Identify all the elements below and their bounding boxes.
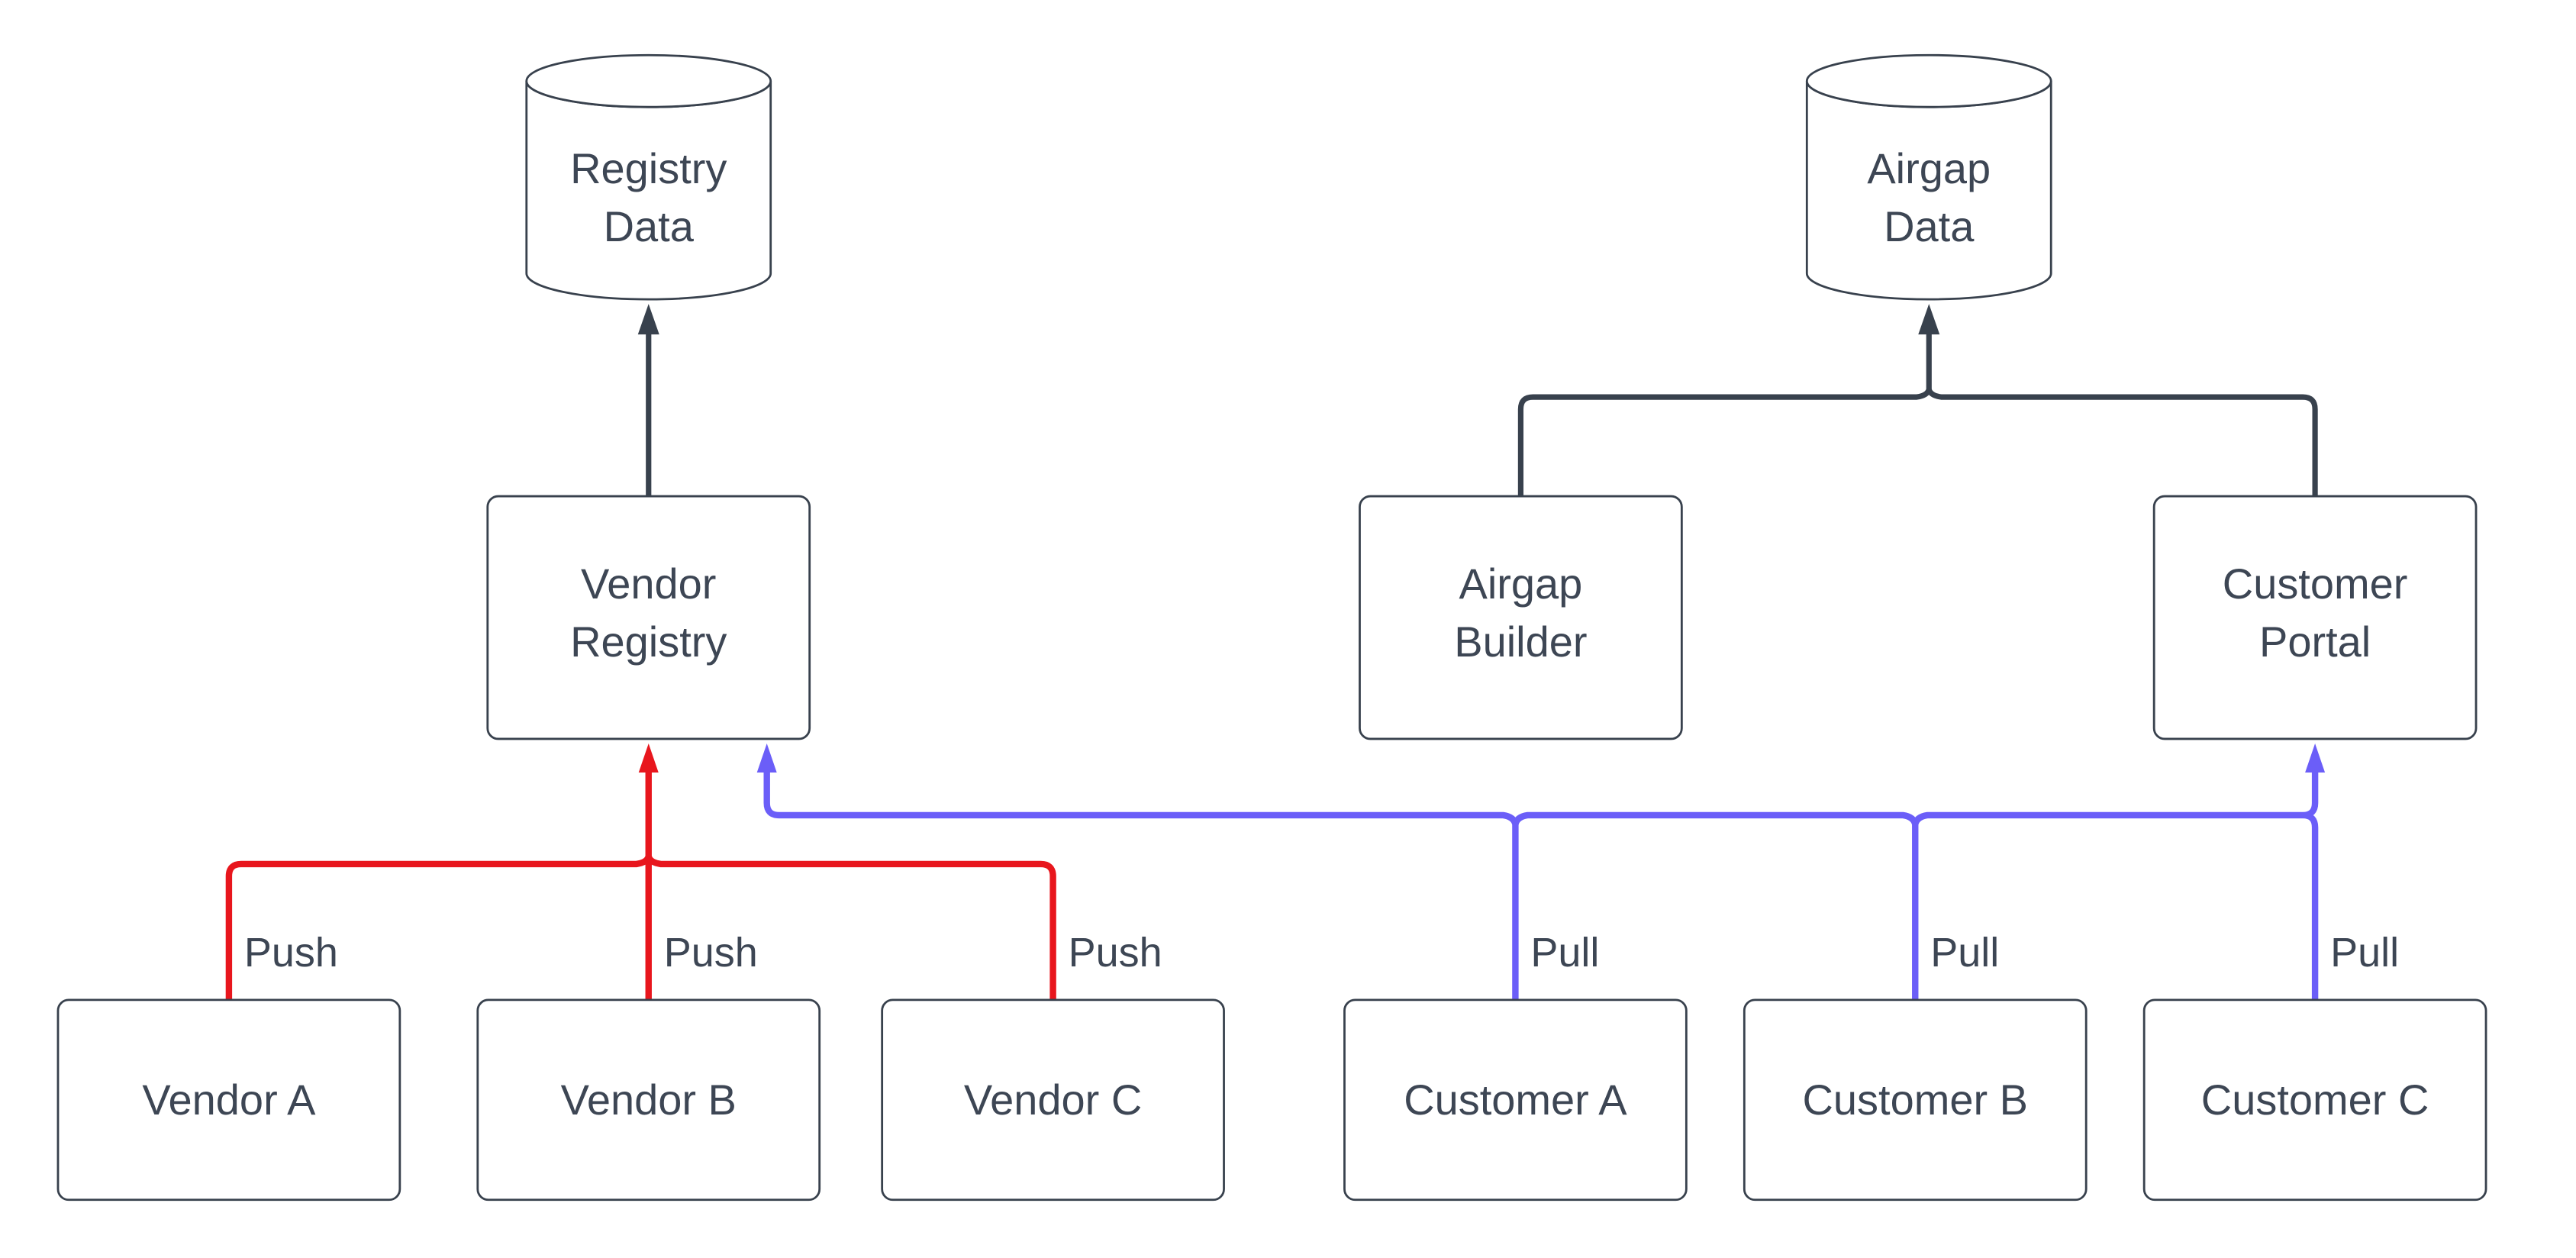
node-label-line: Registry	[570, 618, 727, 666]
edge-label-layer: Push Push Push Pull Pull Pull	[244, 930, 2399, 976]
edge-label-customer-c-pull: Pull	[2330, 930, 2399, 976]
node-label-line: Data	[604, 202, 695, 250]
node-label-line: Customer B	[1803, 1076, 2028, 1124]
cylinder-top-registry-data	[525, 53, 772, 108]
node-box-customer-c	[2142, 998, 2487, 1202]
edge-vendor-c-push	[645, 855, 1056, 1000]
arrowhead-customer-c-pull	[2305, 743, 2326, 773]
node-label-vendor-c: Vendor C	[964, 1076, 1142, 1124]
arrowhead-customer-a-pull	[756, 743, 777, 773]
edge-label-vendor-b-push: Push	[664, 930, 758, 976]
node-label-line: Customer A	[1404, 1076, 1627, 1124]
node-label-line: Vendor	[581, 560, 716, 608]
node-label-line: Data	[1884, 202, 1975, 250]
node-vendor-b: Vendor B	[476, 998, 821, 1202]
node-label-line: Vendor A	[142, 1076, 316, 1124]
node-label-line: Builder	[1454, 618, 1587, 666]
node-label-line: Portal	[2259, 618, 2371, 666]
node-vendor-a: Vendor A	[56, 998, 401, 1202]
node-label-vendor-a: Vendor A	[142, 1076, 316, 1124]
edge-customer-c-pull	[1912, 772, 2319, 1000]
arrowhead-vendor-registry-to-registry-data	[637, 304, 659, 335]
node-customer-b: Customer B	[1743, 998, 2088, 1202]
node-label-line: Vendor C	[964, 1076, 1142, 1124]
edge-label-customer-b-pull: Pull	[1930, 930, 1999, 976]
node-label-line: Registry	[570, 144, 727, 192]
node-label-line: Airgap	[1459, 560, 1583, 608]
node-box-vendor-registry	[486, 495, 811, 740]
node-box-customer-a	[1343, 998, 1688, 1202]
node-box-vendor-b	[476, 998, 821, 1202]
node-label-customer-c: Customer C	[2201, 1076, 2429, 1124]
arrowhead-vendor-b-push	[638, 743, 659, 773]
edge-label-customer-a-pull: Pull	[1530, 930, 1599, 976]
edge-airgap-builder-to-airgap-data	[1517, 331, 1932, 497]
cylinder-top-airgap-data	[1805, 53, 2052, 108]
edge-vendor-a-push	[225, 855, 652, 1000]
edge-customer-portal-to-airgap-data	[1926, 388, 2318, 497]
edge-label-vendor-a-push: Push	[244, 930, 338, 976]
edge-layer	[225, 304, 2326, 1000]
node-label-line: Airgap	[1867, 144, 1991, 192]
node-label-line: Customer C	[2201, 1076, 2429, 1124]
node-label-customer-b: Customer B	[1803, 1076, 2028, 1124]
node-customer-c: Customer C	[2142, 998, 2487, 1202]
edge-label-vendor-c-push: Push	[1069, 930, 1162, 976]
node-box-vendor-c	[881, 998, 1225, 1202]
node-customer-a: Customer A	[1343, 998, 1688, 1202]
node-box-airgap-builder	[1359, 495, 1683, 740]
node-label-vendor-b: Vendor B	[561, 1076, 737, 1124]
node-box-vendor-a	[56, 998, 401, 1202]
node-vendor-c: Vendor C	[881, 998, 1225, 1202]
node-label-customer-a: Customer A	[1404, 1076, 1627, 1124]
arrowhead-airgap-builder-to-airgap-data	[1918, 304, 1940, 335]
node-box-customer-portal	[2152, 495, 2478, 740]
node-box-customer-b	[1743, 998, 2088, 1202]
node-label-line: Customer	[2223, 560, 2408, 608]
node-label-line: Vendor B	[561, 1076, 737, 1124]
